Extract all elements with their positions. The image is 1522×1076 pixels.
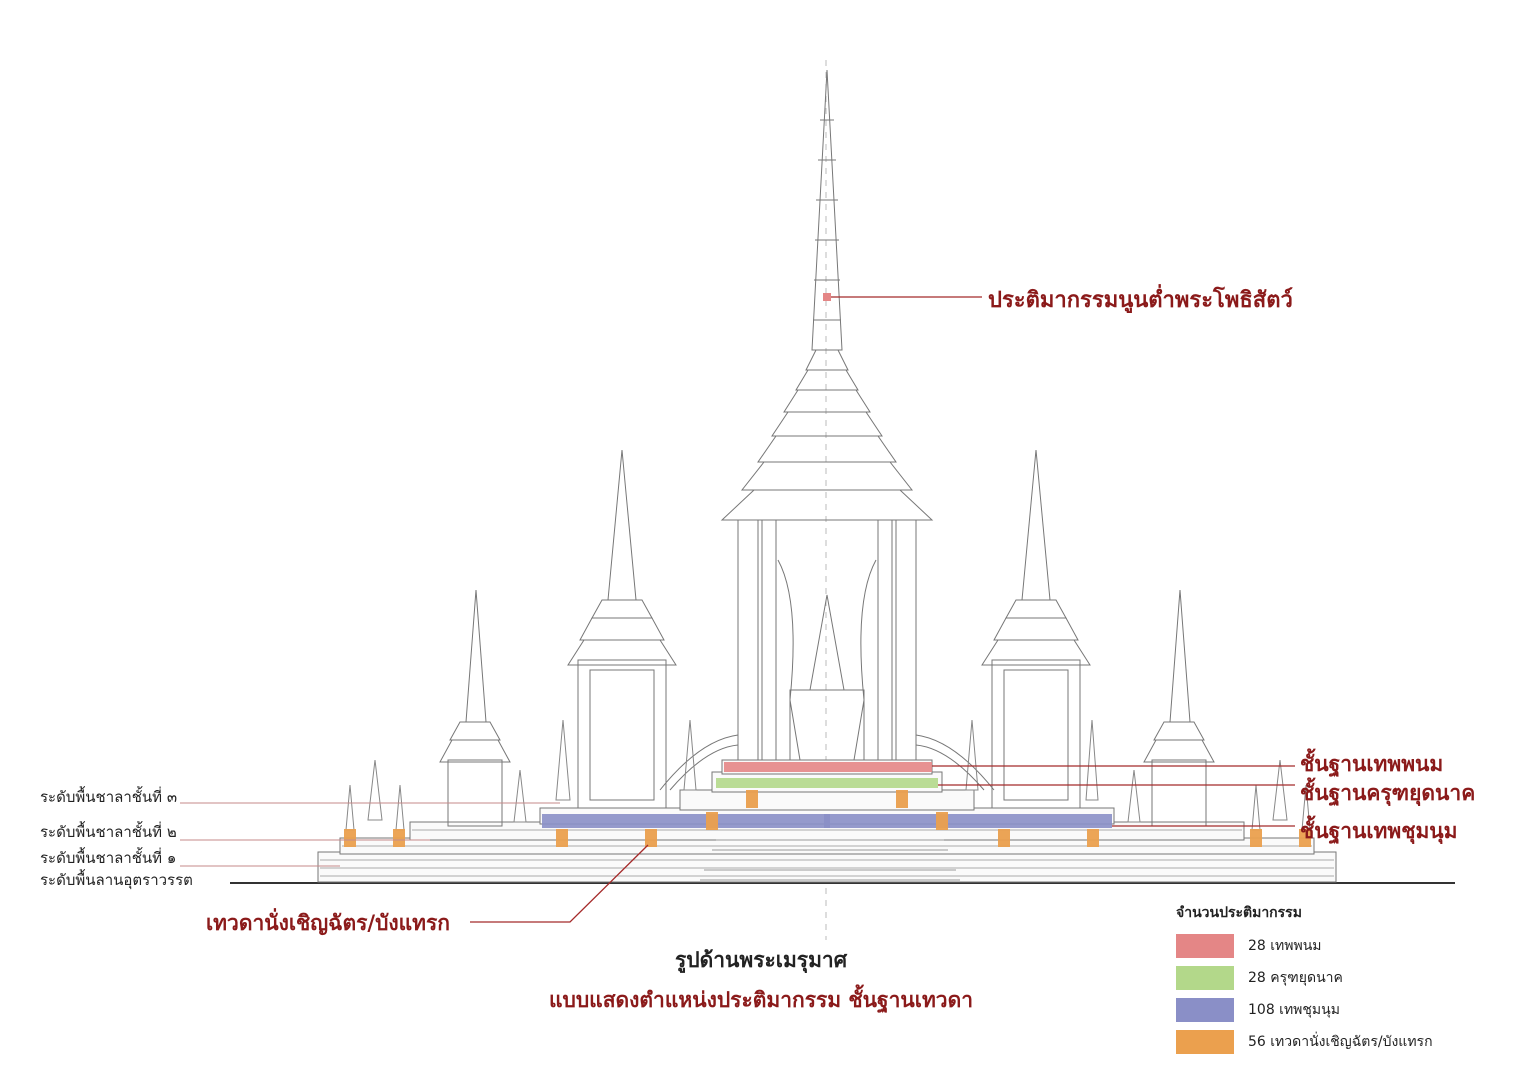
legend-title: จำนวนประติมากรรม bbox=[1176, 905, 1302, 921]
legend-item: 28 เทพพนม bbox=[1176, 934, 1496, 958]
small-spires bbox=[345, 719, 1311, 831]
callout-krut-yud-nak: ชั้นฐานครุฑยุดนาค bbox=[1300, 781, 1476, 805]
left-large-pavilion bbox=[567, 449, 677, 809]
legend-label: 28 เทพพนม bbox=[1248, 938, 1322, 954]
legend-swatch-tewada bbox=[1176, 1030, 1234, 1054]
legend-label: 28 ครุฑยุดนาค bbox=[1248, 970, 1343, 986]
legend: จำนวนประติมากรรม 28 เทพพนม 28 ครุฑยุดนาค… bbox=[1176, 902, 1496, 1062]
leader-lines bbox=[470, 296, 1295, 923]
legend-label: 56 เทวดานั่งเชิญฉัตร/บังแทรก bbox=[1248, 1034, 1433, 1050]
drawing-subtitle: แบบแสดงตำแหน่งประติมากรรม ชั้นฐานเทวดา bbox=[548, 988, 974, 1012]
legend-item: 28 ครุฑยุดนาค bbox=[1176, 966, 1496, 990]
band-tep-chumnum-left bbox=[542, 814, 830, 828]
central-pavilion bbox=[659, 69, 995, 791]
legend-item: 56 เทวดานั่งเชิญฉัตร/บังแทรก bbox=[1176, 1030, 1496, 1054]
legend-label: 108 เทพชุมนุม bbox=[1248, 1002, 1340, 1018]
right-large-pavilion bbox=[981, 449, 1091, 809]
level-1-label: ระดับพื้นชาลาชั้นที่ ๑ bbox=[40, 849, 177, 867]
callout-tewada-nang: เทวดานั่งเชิญฉัตร/บังแทรก bbox=[206, 911, 451, 935]
level-lines bbox=[180, 802, 560, 867]
left-small-pavilion bbox=[439, 589, 511, 827]
drawing-title: รูปด้านพระเมรุมาศ bbox=[674, 948, 848, 972]
legend-swatch-tep-chumnum bbox=[1176, 998, 1234, 1022]
ground-level-label: ระดับพื้นลานอุตราวรรต bbox=[40, 871, 193, 889]
level-2-label: ระดับพื้นชาลาชั้นที่ ๒ bbox=[40, 823, 177, 841]
legend-item: 108 เทพชุมนุม bbox=[1176, 998, 1496, 1022]
legend-swatch-tep-panom bbox=[1176, 934, 1234, 958]
band-tep-panom bbox=[724, 762, 932, 772]
level-3-label: ระดับพื้นชาลาชั้นที่ ๓ bbox=[40, 788, 178, 806]
right-small-pavilion bbox=[1143, 589, 1215, 827]
legend-swatch-krut-yud-nak bbox=[1176, 966, 1234, 990]
callout-bodhisattva: ประติมากรรมนูนต่ำพระโพธิสัตว์ bbox=[988, 288, 1293, 313]
callout-tep-chumnum: ชั้นฐานเทพชุมนุม bbox=[1300, 819, 1458, 843]
band-krut-yud-nak bbox=[716, 778, 938, 788]
callout-tep-panom: ชั้นฐานเทพพนม bbox=[1300, 752, 1444, 776]
band-tep-chumnum-right bbox=[824, 814, 1112, 828]
tewada-markers bbox=[344, 790, 1311, 847]
